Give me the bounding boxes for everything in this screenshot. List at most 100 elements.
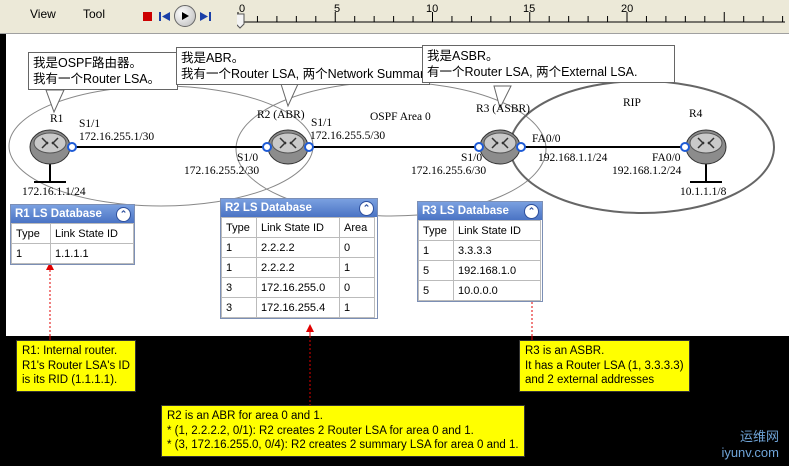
watermark-cn: 运维网 bbox=[739, 429, 779, 444]
col-link-state-id: Link State ID bbox=[453, 220, 541, 241]
port-r3-fa00[interactable] bbox=[516, 142, 526, 152]
bubble-r3-tail bbox=[493, 85, 512, 110]
note-r2-line3: * (3, 172.16.255.0, 0/4): R2 creates 2 s… bbox=[167, 439, 519, 451]
table-row: 5 10.0.0.0 bbox=[418, 280, 541, 301]
tick-label-10: 10 bbox=[426, 3, 438, 15]
cell-area: 0 bbox=[339, 277, 375, 298]
play-icon bbox=[182, 12, 189, 20]
note-r1-line2: R1's Router LSA's ID bbox=[22, 359, 130, 372]
cell-type: 1 bbox=[221, 257, 257, 278]
step-back-button[interactable] bbox=[157, 9, 172, 24]
bubble-r3-line1: 我是ASBR。 bbox=[427, 49, 499, 63]
bubble-r3: 我是ASBR。 有一个Router LSA, 两个External LSA. bbox=[422, 45, 675, 83]
r1-ls-database-header: R1 LS Database ⌃ bbox=[11, 205, 134, 223]
menu-tool[interactable]: Tool bbox=[83, 7, 106, 21]
router-r1[interactable] bbox=[29, 129, 71, 165]
r1-router-icon bbox=[41, 137, 59, 149]
bubble-r1: 我是OSPF路由器。 我有一个Router LSA。 bbox=[28, 52, 178, 90]
port-r1-s11[interactable] bbox=[67, 142, 77, 152]
table-header-row: Type Link State ID Area bbox=[221, 217, 375, 238]
label-r2-s10: S1/0 bbox=[237, 152, 259, 164]
cell-area: 1 bbox=[339, 257, 375, 278]
col-type: Type bbox=[11, 223, 51, 244]
transport-controls bbox=[140, 5, 215, 27]
cell-type: 3 bbox=[221, 277, 257, 298]
cell-area: 1 bbox=[339, 297, 375, 318]
note-r1-line3: is its RID (1.1.1.1). bbox=[22, 374, 118, 386]
note-r2-line2: * (1, 2.2.2.2, 0/1): R2 creates 2 Router… bbox=[167, 424, 474, 437]
router-r2[interactable] bbox=[267, 129, 309, 165]
arrow-r1-head bbox=[46, 262, 54, 270]
table-row: 1 3.3.3.3 bbox=[418, 240, 541, 261]
port-r2-s11[interactable] bbox=[304, 142, 314, 152]
cell-id: 172.16.255.4 bbox=[256, 297, 340, 318]
bubble-r2: 我是ABR。 我有一个Router LSA, 两个Network Summary… bbox=[176, 47, 430, 85]
r2-ls-table: Type Link State ID Area 1 2.2.2.2 0 1 2.… bbox=[221, 217, 375, 318]
bubble-r1-tail bbox=[45, 89, 65, 114]
r2-ls-database: R2 LS Database ⌃ Type Link State ID Area… bbox=[220, 198, 378, 319]
bubble-r3-line2: 有一个Router LSA, 两个External LSA. bbox=[427, 65, 638, 79]
label-r1-s11: S1/1 bbox=[79, 118, 101, 130]
label-r3-fa00-ip: 192.168.1.1/24 bbox=[538, 152, 608, 164]
r2-ls-database-header: R2 LS Database ⌃ bbox=[221, 199, 377, 217]
tick-label-5: 5 bbox=[334, 3, 340, 15]
table-row: 1 1.1.1.1 bbox=[11, 243, 134, 264]
label-r1-ip: 172.16.255.1/30 bbox=[79, 131, 155, 143]
label-rip: RIP bbox=[623, 97, 641, 109]
port-r2-s10[interactable] bbox=[262, 142, 272, 152]
cell-type: 5 bbox=[418, 280, 454, 301]
collapse-icon[interactable]: ⌃ bbox=[359, 201, 374, 216]
label-r4: R4 bbox=[689, 108, 703, 120]
timeline-slider[interactable]: 0 5 10 15 20 bbox=[237, 0, 787, 32]
col-link-state-id: Link State ID bbox=[256, 217, 340, 238]
r3-top bbox=[483, 132, 517, 154]
r1-top bbox=[33, 132, 67, 154]
label-r1-lan: 172.16.1.1/24 bbox=[22, 186, 86, 198]
col-link-state-id: Link State ID bbox=[50, 223, 134, 244]
label-r4-fa00-ip: 192.168.1.2/24 bbox=[612, 165, 682, 177]
table-row: 1 2.2.2.2 1 bbox=[221, 257, 375, 278]
table-header-row: Type Link State ID bbox=[418, 220, 541, 241]
r4-router-icon bbox=[697, 137, 715, 149]
note-r3-line1: R3 is an ASBR. bbox=[525, 345, 605, 357]
arrow-r2-head bbox=[306, 324, 314, 332]
table-row: 3 172.16.255.4 1 bbox=[221, 297, 375, 318]
cell-id: 10.0.0.0 bbox=[453, 280, 541, 301]
router-r4[interactable] bbox=[685, 129, 727, 165]
label-r3: R3 (ASBR) bbox=[476, 103, 530, 115]
r1-ls-database-title: R1 LS Database bbox=[15, 208, 102, 220]
table-row: 1 2.2.2.2 0 bbox=[221, 237, 375, 258]
r3-ls-database-title: R3 LS Database bbox=[422, 205, 509, 217]
r1-ls-database: R1 LS Database ⌃ Type Link State ID 1 1.… bbox=[10, 204, 135, 265]
port-r4-fa00[interactable] bbox=[680, 142, 690, 152]
note-r1-line1: R1: Internal router. bbox=[22, 345, 118, 357]
label-ospf-area-0: OSPF Area 0 bbox=[370, 111, 431, 123]
cell-id: 192.168.1.0 bbox=[453, 260, 541, 281]
collapse-icon[interactable]: ⌃ bbox=[524, 204, 539, 219]
router-r3[interactable] bbox=[479, 129, 521, 165]
label-r4-lan: 10.1.1.1/8 bbox=[680, 186, 727, 198]
menu-view[interactable]: View bbox=[30, 7, 56, 21]
bubble-r1-line2: 我有一个Router LSA。 bbox=[33, 72, 161, 86]
r2-router-icon bbox=[279, 137, 297, 149]
step-forward-button[interactable] bbox=[198, 9, 213, 24]
watermark-en: iyunv.com bbox=[721, 445, 779, 460]
timeline-thumb[interactable] bbox=[237, 13, 245, 29]
collapse-icon[interactable]: ⌃ bbox=[116, 207, 131, 222]
r2-ls-database-title: R2 LS Database bbox=[225, 202, 312, 214]
topology-canvas: 我是OSPF路由器。 我有一个Router LSA。 我是ABR。 我有一个Ro… bbox=[6, 34, 789, 336]
r4-top bbox=[689, 132, 723, 154]
label-r3-s10-ip: 172.16.255.6/30 bbox=[411, 165, 487, 177]
stop-icon bbox=[143, 11, 152, 21]
bubble-r2-line1: 我是ABR。 bbox=[181, 51, 245, 65]
r3-ls-database-header: R3 LS Database ⌃ bbox=[418, 202, 542, 220]
r3-router-icon bbox=[491, 137, 509, 149]
bubble-r2-line2: 我有一个Router LSA, 两个Network Summary LSA bbox=[181, 67, 430, 81]
stop-button[interactable] bbox=[140, 9, 155, 24]
label-r2-s11-ip: 172.16.255.5/30 bbox=[310, 130, 386, 142]
cell-type: 1 bbox=[418, 240, 454, 261]
cell-type: 3 bbox=[221, 297, 257, 318]
port-r3-s10[interactable] bbox=[474, 142, 484, 152]
play-button[interactable] bbox=[174, 5, 196, 27]
label-r3-fa00: FA0/0 bbox=[532, 133, 561, 145]
